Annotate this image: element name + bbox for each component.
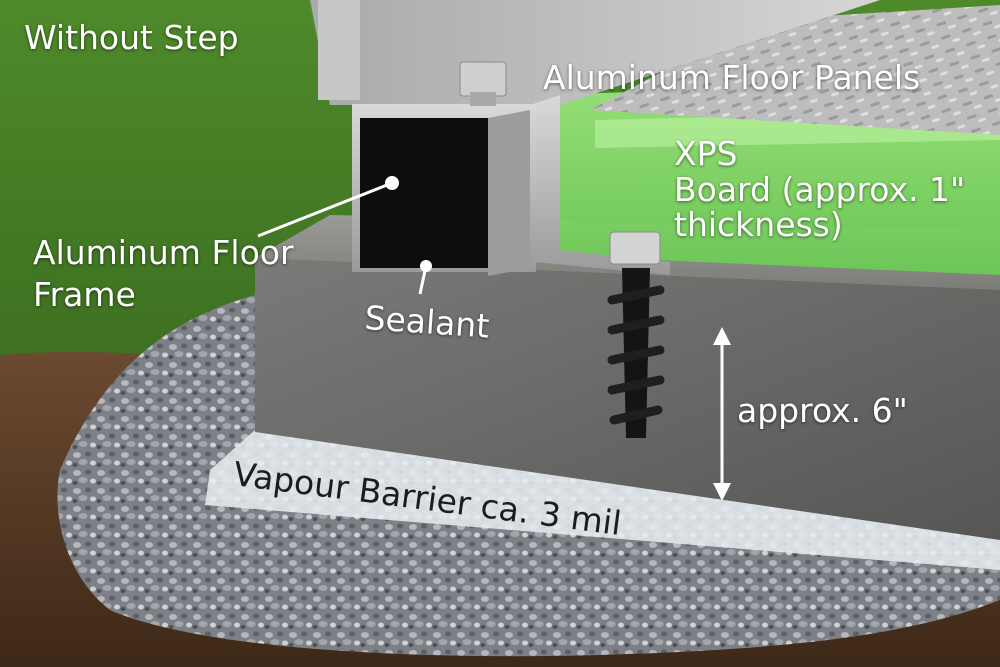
xps-board-label-line1: XPS [674, 134, 738, 173]
sealant-leader-dot [420, 260, 432, 272]
channel-profile [530, 95, 670, 275]
floor-panel-beam [310, 0, 880, 105]
vapour-barrier [205, 430, 1000, 570]
xps-board-label-line2: Board (approx. 1" [674, 169, 966, 209]
xps-board-label-line3: thickness) [674, 205, 843, 245]
frame-leader-dot [385, 176, 399, 190]
floor-frame-label-line1: Aluminum Floor [33, 233, 294, 272]
floor-panels-label: Aluminum Floor Panels [543, 58, 921, 97]
top-bolt-shank [470, 92, 496, 106]
xps-board-label: XPS Board (approx. 1" thickness) [674, 136, 965, 243]
floor-frame-label: Aluminum Floor Frame [33, 232, 294, 316]
floor-frame-cavity [360, 118, 488, 268]
without-step-label: Without Step [24, 18, 239, 57]
floor-frame-label-line2: Frame [33, 275, 136, 315]
slab-height-label: approx. 6" [737, 391, 908, 430]
top-bolt-head [459, 61, 507, 97]
frame-leader-line [257, 181, 393, 238]
floor-panel-treadplate [590, 5, 1000, 135]
floor-panel-rail [318, 0, 360, 100]
floor-frame-side [488, 110, 530, 276]
anchor-bolt-head [609, 231, 661, 265]
anchor-bolt-ribs [607, 285, 665, 425]
